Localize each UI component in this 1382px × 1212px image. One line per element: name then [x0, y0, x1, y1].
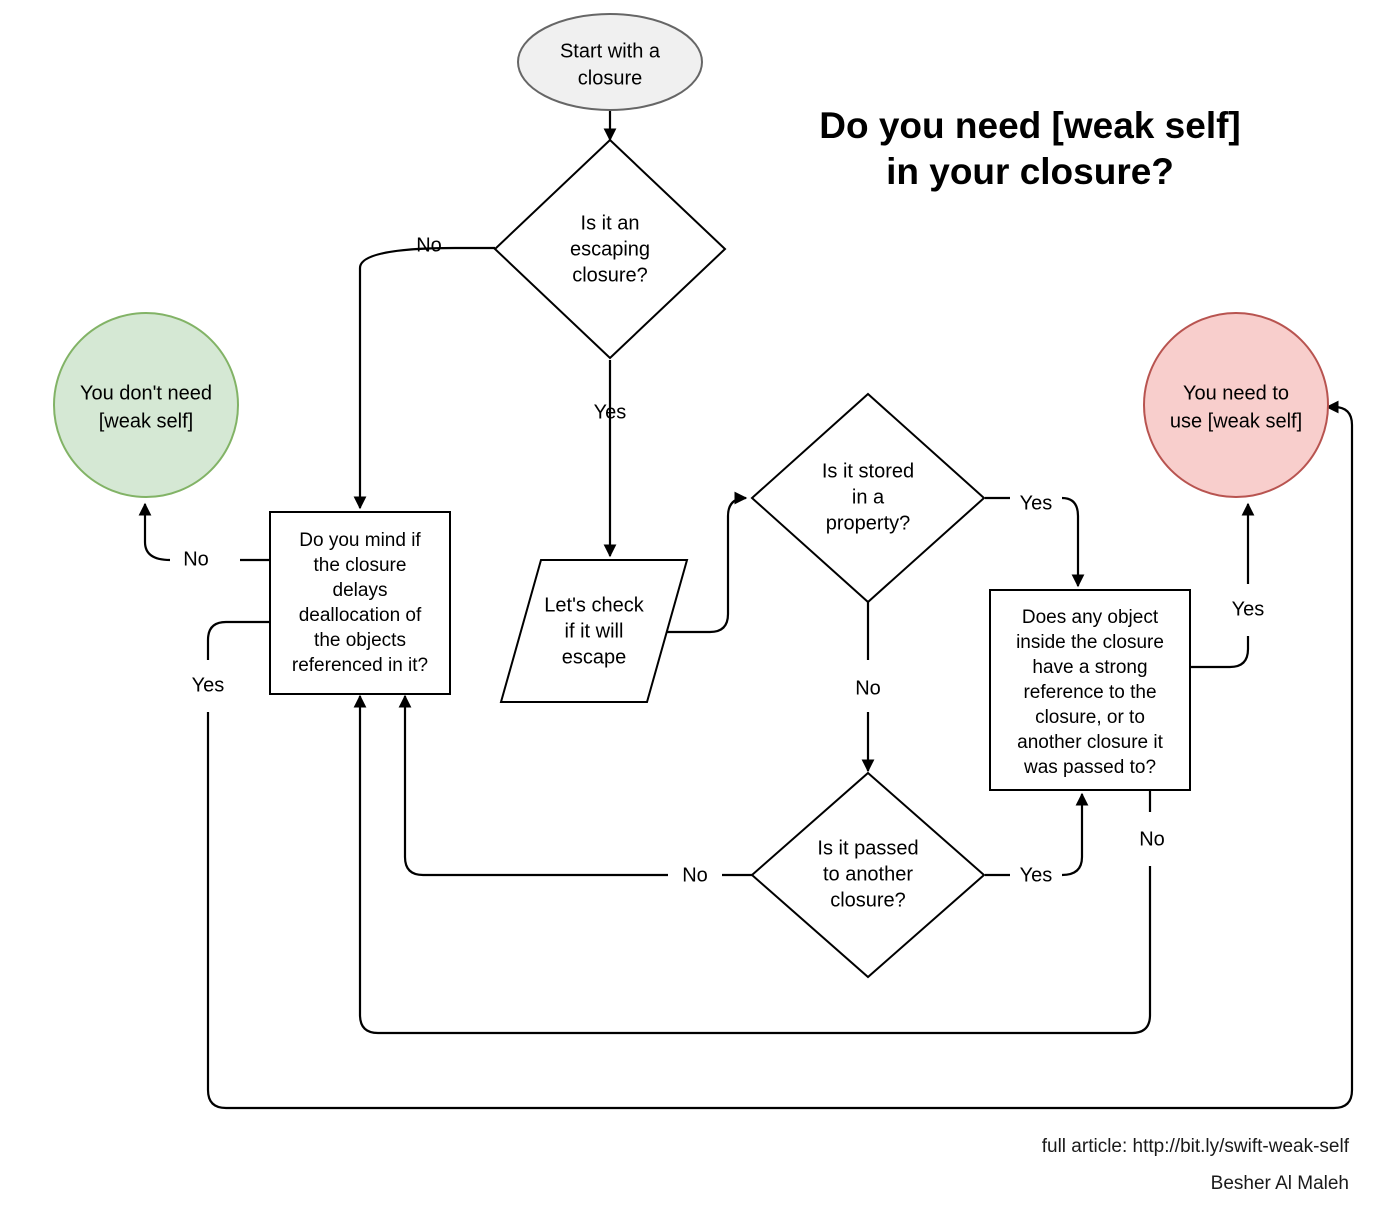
edge-label-passed-no: No — [682, 864, 708, 886]
node-mind-line3: delays — [333, 580, 388, 601]
node-strongref-line6: another closure it — [1017, 732, 1163, 753]
node-lets-check-escape[interactable] — [499, 559, 689, 703]
node-strongref-line2: inside the closure — [1016, 632, 1164, 653]
node-passed-line3: closure? — [830, 889, 906, 911]
edge-mind-no — [145, 504, 270, 562]
edge-label-mind-yes: Yes — [192, 674, 225, 696]
page-title-line2: in your closure? — [886, 151, 1174, 192]
node-needuse-line1: You need to — [1183, 382, 1289, 404]
node-escaping-line3: closure? — [572, 264, 648, 286]
edge-letscheck-to-stored — [665, 491, 748, 634]
node-mind-line2: the closure — [314, 555, 407, 576]
node-dontneed-line1: You don't need — [80, 382, 212, 404]
node-strongref-line1: Does any object — [1022, 607, 1159, 628]
edge-label-passed-yes: Yes — [1020, 864, 1053, 886]
node-mind-line1: Do you mind if — [299, 530, 421, 551]
edge-label-stored-no: No — [855, 677, 881, 699]
node-start-line2: closure — [578, 67, 642, 89]
edge-label-escaping-no: No — [416, 234, 442, 256]
node-need-weak-self[interactable] — [1143, 312, 1329, 498]
node-letscheck-line2: if it will — [565, 620, 624, 642]
node-dontneed-line2: [weak self] — [99, 410, 193, 432]
node-mind-line4: deallocation of — [299, 605, 422, 626]
node-start[interactable] — [517, 13, 703, 111]
node-strong-reference[interactable] — [989, 589, 1191, 791]
edge-mind-yes — [206, 407, 1354, 1110]
edge-label-stored-yes: Yes — [1020, 492, 1053, 514]
edge-stored-yes — [985, 496, 1078, 586]
edge-passed-no — [405, 696, 752, 877]
node-needuse-line2: use [weak self] — [1170, 410, 1302, 432]
node-stored-in-property[interactable] — [750, 392, 986, 604]
node-escaping-line1: Is it an — [581, 212, 640, 234]
page-title-line1: Do you need [weak self] — [819, 105, 1241, 146]
edge-label-mind-no: No — [183, 548, 209, 570]
node-dont-need-weak-self[interactable] — [53, 312, 239, 498]
node-letscheck-line1: Let's check — [544, 594, 644, 616]
node-escaping-line2: escaping — [570, 238, 650, 260]
node-strongref-line5: closure, or to — [1035, 707, 1145, 728]
footer-author: Besher Al Maleh — [1211, 1173, 1349, 1194]
edge-label-escaping-yes: Yes — [594, 401, 627, 423]
node-stored-line3: property? — [826, 512, 911, 534]
node-mind-line5: the objects — [314, 630, 406, 651]
edge-escaping-no — [353, 246, 495, 510]
node-do-you-mind[interactable] — [269, 511, 451, 695]
edge-strongref-yes — [1190, 504, 1248, 669]
edge-passed-yes — [985, 794, 1082, 877]
node-stored-line1: Is it stored — [822, 460, 914, 482]
node-letscheck-line3: escape — [562, 646, 627, 668]
node-stored-line2: in a — [852, 486, 885, 508]
node-passed-line2: to another — [823, 863, 913, 885]
node-escaping-closure[interactable] — [493, 138, 727, 360]
node-mind-line6: referenced in it? — [292, 655, 428, 676]
node-strongref-line7: was passed to? — [1023, 757, 1156, 778]
node-start-line1: Start with a — [560, 40, 661, 62]
node-strongref-line3: have a strong — [1032, 657, 1147, 678]
node-passed-line1: Is it passed — [817, 837, 918, 859]
node-passed-to-another-closure[interactable] — [750, 771, 986, 979]
edge-strongref-no — [360, 696, 1152, 1035]
footer-article-link[interactable]: full article: http://bit.ly/swift-weak-s… — [1042, 1136, 1350, 1157]
node-strongref-line4: reference to the — [1023, 682, 1156, 703]
edge-label-strongref-yes: Yes — [1232, 598, 1265, 620]
edge-label-strongref-no: No — [1139, 828, 1165, 850]
